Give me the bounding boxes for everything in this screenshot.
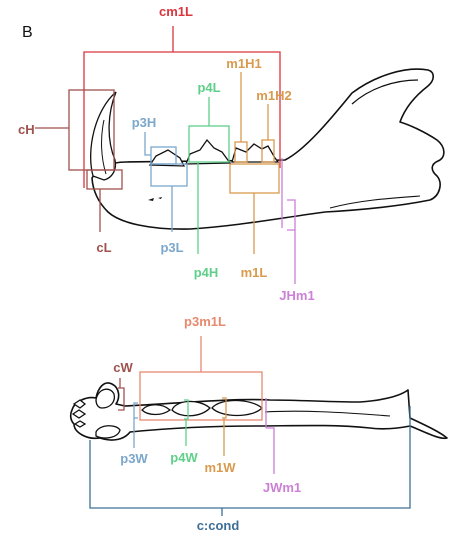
- label-p4L: p4L: [197, 80, 220, 95]
- JWm1-bracket: [266, 428, 274, 474]
- label-cL: cL: [96, 240, 111, 255]
- label-cH: cH: [18, 122, 35, 137]
- label-m1W: m1W: [204, 460, 236, 475]
- m1-tooth: [232, 144, 278, 162]
- label-p3H: p3H: [132, 115, 157, 130]
- lateral-view: cm1L cH cL p3H p3L p4L p4H m1H1 m1H2: [18, 4, 444, 303]
- label-JWm1: JWm1: [263, 480, 301, 495]
- mandible-occlusal-outline: [71, 383, 447, 440]
- label-m1H2: m1H2: [256, 88, 291, 103]
- label-cW: cW: [113, 360, 133, 375]
- label-p4H: p4H: [194, 265, 219, 280]
- occlusal-view: p3m1L cW p3W p4W m1W JWm1 c:cond: [71, 314, 447, 533]
- label-p3L: p3L: [160, 240, 183, 255]
- p3H-leader: [145, 132, 151, 155]
- label-p4W: p4W: [170, 450, 198, 465]
- label-ccond: c:cond: [197, 518, 240, 533]
- canine-tooth: [91, 92, 116, 180]
- label-p3W: p3W: [120, 451, 148, 466]
- label-JHm1: JHm1: [279, 288, 314, 303]
- label-cm1L: cm1L: [159, 4, 193, 19]
- label-p3m1L: p3m1L: [184, 314, 226, 329]
- label-m1H1: m1H1: [226, 56, 261, 71]
- panel-letter: B: [22, 24, 33, 41]
- p4-tooth: [186, 140, 230, 164]
- label-m1L: m1L: [241, 265, 268, 280]
